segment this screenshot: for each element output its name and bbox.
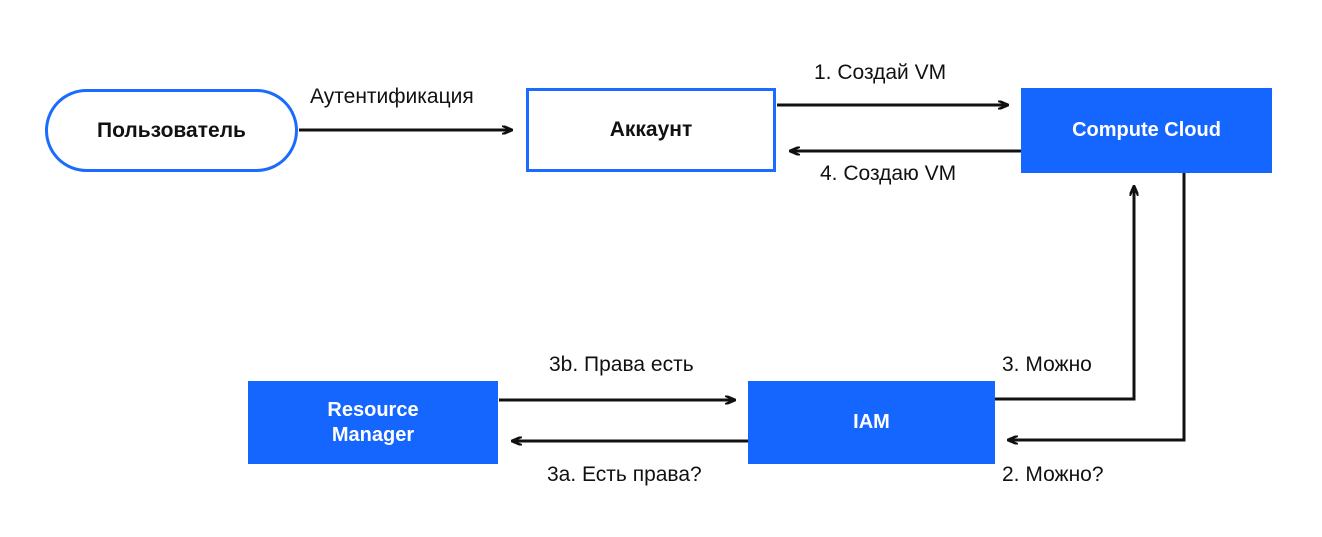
node-compute-cloud-label: Compute Cloud <box>1072 119 1221 142</box>
node-account-label: Аккаунт <box>609 118 693 142</box>
node-resource-manager[interactable]: Resource Manager <box>248 381 498 464</box>
edge-label-create-vm-request: 1. Создай VM <box>814 61 947 84</box>
node-compute-cloud[interactable]: Compute Cloud <box>1021 88 1272 173</box>
connector-allowed-answer <box>995 186 1134 401</box>
node-user[interactable]: Пользователь <box>45 89 298 172</box>
edge-label-create-vm-response: 4. Создаю VM <box>820 162 957 185</box>
node-account[interactable]: Аккаунт <box>526 88 776 172</box>
node-resource-manager-label: Resource Manager <box>327 399 419 446</box>
edge-label-allowed-answer: 3. Можно <box>1002 353 1092 376</box>
node-iam[interactable]: IAM <box>748 381 995 464</box>
edge-label-allowed-question: 2. Можно? <box>1002 463 1104 486</box>
node-iam-label: IAM <box>853 411 890 434</box>
connector-allowed-question <box>1008 173 1186 440</box>
edge-label-rights-answer: 3b. Права есть <box>549 353 694 376</box>
edge-label-rights-question: 3a. Есть права? <box>547 463 702 486</box>
node-user-label: Пользователь <box>97 118 246 142</box>
edge-label-auth: Аутентификация <box>310 85 474 108</box>
